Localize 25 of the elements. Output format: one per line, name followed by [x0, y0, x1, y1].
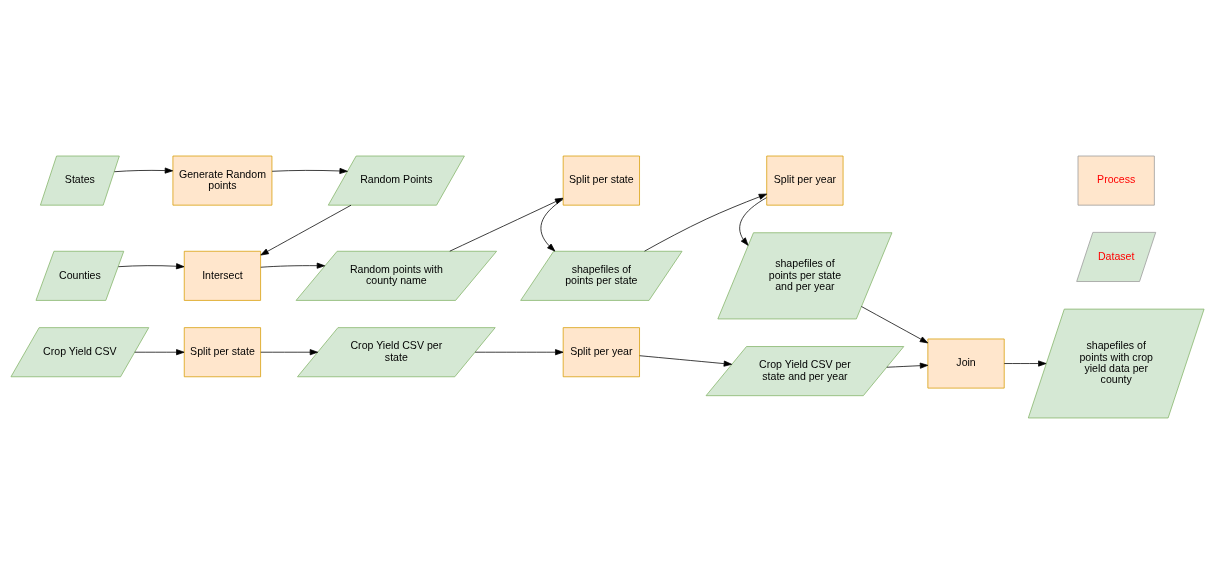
- arrow: [644, 193, 768, 252]
- arrow: [639, 355, 733, 367]
- arrow: [260, 262, 326, 269]
- arrow: [886, 362, 929, 369]
- arrow: [540, 198, 564, 252]
- node-box: Split per state: [562, 155, 640, 206]
- node-box: Intersect: [183, 250, 261, 301]
- arrow: [1003, 360, 1047, 367]
- node-box: Split per state: [183, 327, 261, 378]
- arrow: [260, 349, 319, 356]
- node-box: Split per year: [766, 155, 844, 206]
- arrow: [118, 263, 185, 270]
- node-box: Join: [927, 338, 1005, 389]
- node-box: Generate Random points: [172, 155, 273, 206]
- arrow: [134, 349, 185, 356]
- arrow: [739, 197, 767, 246]
- arrow: [474, 349, 564, 356]
- arrow: [260, 204, 352, 256]
- arrow: [449, 197, 564, 252]
- legend-label: Process: [1097, 173, 1136, 186]
- node-box: Split per year: [562, 327, 640, 378]
- arrow: [271, 167, 348, 174]
- legend-label: Dataset: [1097, 249, 1135, 262]
- arrow: [114, 167, 174, 174]
- arrow: [861, 306, 929, 344]
